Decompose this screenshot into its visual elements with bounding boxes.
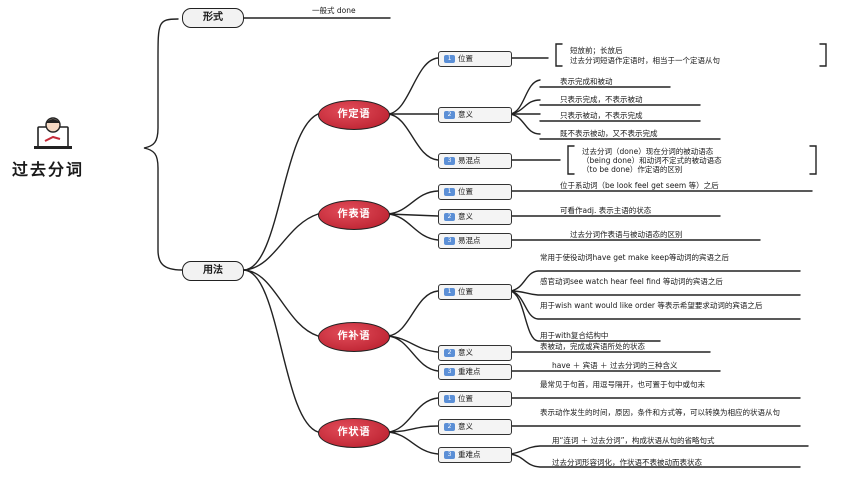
- leaf-text: （to be done）作定语的区别: [582, 165, 683, 174]
- leaf-text: 用“连词 ＋ 过去分词”，构成状语从句的省略句式: [552, 436, 715, 445]
- number-badge: 3: [444, 368, 455, 376]
- g1s2-leaf-2: [509, 99, 541, 115]
- group-attributive[interactable]: 作定语: [318, 100, 390, 130]
- g2-link-3: [387, 213, 439, 241]
- leaf-text: 过去分词短语作定语时，相当于一个定语从句: [570, 56, 720, 65]
- leaf-text: 过去分词（done）现在分词的被动语态: [582, 147, 714, 156]
- leaf-text: 过去分词形容词化，作状语不表被动而表状态: [552, 458, 702, 467]
- leaf-text: 短放前；长放后: [570, 46, 623, 55]
- root-brace: [143, 18, 183, 271]
- root-title: 过去分词: [12, 160, 85, 179]
- leaf-text: 只表示被动，不表示完成: [560, 111, 643, 120]
- bracket-1: [555, 43, 827, 67]
- usage-link-2: [243, 213, 319, 271]
- usage-link-4: [243, 269, 319, 433]
- number-badge: 1: [444, 395, 455, 403]
- leaf-text: 位于系动词（be look feel get seem 等）之后: [560, 181, 719, 190]
- number-badge: 3: [444, 237, 455, 245]
- g1-link-1: [387, 57, 439, 115]
- g2-link-2: [387, 213, 439, 217]
- leaf-text: 感官动词see watch hear feel find 等动词的宾语之后: [540, 277, 723, 286]
- g3-link-3: [387, 335, 439, 372]
- group-complement[interactable]: 作补语: [318, 322, 390, 352]
- number-badge: 3: [444, 157, 455, 165]
- bracket-2: [567, 145, 817, 175]
- g4-link-1: [387, 397, 439, 433]
- student-avatar-icon: [34, 117, 72, 149]
- number-badge: 1: [444, 188, 455, 196]
- number-badge: 3: [444, 451, 455, 459]
- g1s2-leaf-4: [509, 113, 541, 135]
- leaf-text: 常用于使役动词have get make keep等动词的宾语之后: [540, 253, 730, 262]
- usage-link-1: [243, 113, 319, 271]
- leaf-text: 可看作adj. 表示主语的状态: [560, 206, 652, 215]
- number-badge: 1: [444, 288, 455, 296]
- leaf-text: 只表示完成，不表示被动: [560, 95, 643, 104]
- g4-link-3: [387, 431, 439, 455]
- leaf-text: 过去分词作表语与被动语态的区别: [570, 230, 683, 239]
- form-value: 一般式 done: [312, 6, 356, 15]
- leaf-text: 表被动，完成或宾语所处的状态: [540, 342, 645, 351]
- number-badge: 2: [444, 213, 455, 221]
- leaf-text: 表示完成和被动: [560, 77, 613, 86]
- usage-link-3: [243, 269, 319, 337]
- number-badge: 2: [444, 111, 455, 119]
- g2-link-1: [387, 190, 439, 215]
- leaf-text: 用于wish want would like order 等表示希望要求动词的宾…: [540, 301, 763, 310]
- form-node[interactable]: 形式: [182, 8, 244, 28]
- leaf-text: have ＋ 宾语 ＋ 过去分词的三种含义: [552, 361, 678, 370]
- group-adverbial[interactable]: 作状语: [318, 418, 390, 448]
- leaf-text: 既不表示被动，又不表示完成: [560, 129, 658, 138]
- group-predicative[interactable]: 作表语: [318, 200, 390, 230]
- g4-link-2: [387, 425, 439, 433]
- number-badge: 2: [444, 423, 455, 431]
- g1-link-3: [387, 113, 439, 161]
- number-badge: 2: [444, 349, 455, 357]
- leaf-text: （being done）和动词不定式的被动语态: [582, 156, 722, 165]
- usage-node[interactable]: 用法: [182, 261, 244, 281]
- leaf-text: 用于with复合结构中: [540, 331, 609, 340]
- leaf-text: 表示动作发生的时间，原因，条件和方式等，可以转换为相应的状语从句: [540, 408, 780, 417]
- g3-link-1: [387, 290, 439, 337]
- g1s2-leaf-1: [509, 79, 541, 115]
- number-badge: 1: [444, 55, 455, 63]
- leaf-text: 最常见于句首，用逗号隔开，也可置于句中或句末: [540, 380, 705, 389]
